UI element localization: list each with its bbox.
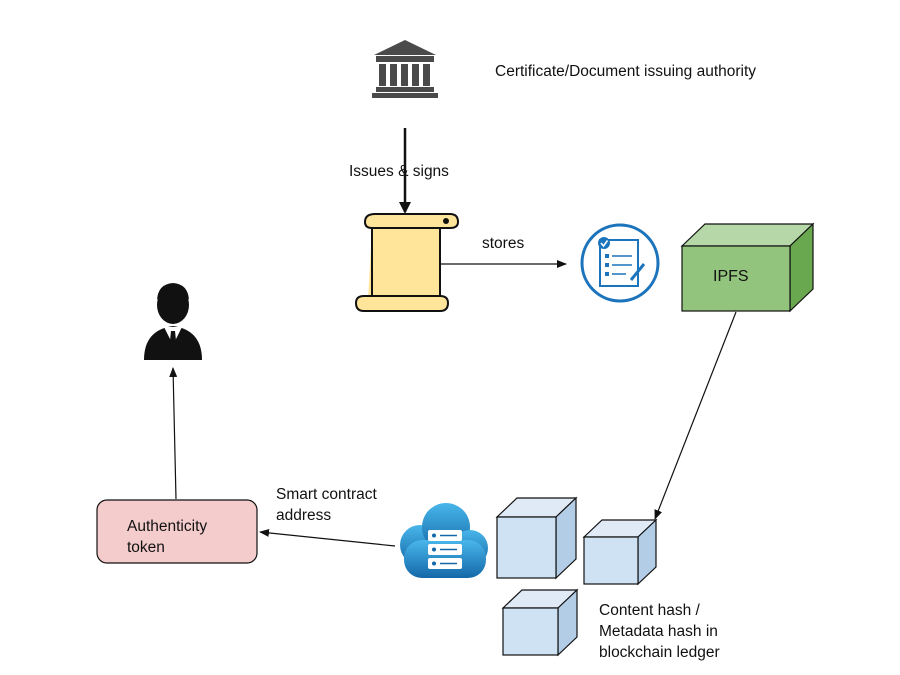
scroll-document-icon xyxy=(354,213,460,312)
ledger-label-line-1: Content hash / xyxy=(599,602,700,619)
stores-label: stores xyxy=(482,235,525,252)
cloud-server-icon xyxy=(400,503,488,578)
ipfs-cube xyxy=(680,222,815,313)
authenticity-token-box xyxy=(96,499,258,564)
checklist-document-icon xyxy=(580,223,660,303)
smart-contract-label-line-1: Smart contract xyxy=(276,486,377,503)
authenticity-token-label-line-1: Authenticity xyxy=(127,518,208,535)
authenticity-token-label: Authenticity token xyxy=(127,516,207,558)
smart-contract-label-line-2: address xyxy=(276,507,332,524)
contract-to-token-arrow xyxy=(259,528,396,547)
token-to-user-arrow xyxy=(169,367,178,500)
ledger-label-line-2: Metadata hash in xyxy=(599,623,718,640)
ipfs-to-ledger-arrow xyxy=(654,311,737,520)
ipfs-label: IPFS xyxy=(713,268,749,285)
ledger-block-1 xyxy=(495,496,578,580)
issues-signs-label: Issues & signs xyxy=(349,163,449,180)
ledger-label: Content hash / Metadata hash in blockcha… xyxy=(599,600,720,663)
government-building-icon xyxy=(372,40,438,98)
smart-contract-label: Smart contract address xyxy=(276,484,377,526)
businessman-icon xyxy=(144,283,202,360)
authority-label: Certificate/Document issuing authority xyxy=(495,63,757,80)
ledger-label-line-3: blockchain ledger xyxy=(599,644,720,661)
authenticity-token-label-line-2: token xyxy=(127,539,165,556)
ledger-block-2 xyxy=(582,518,658,586)
ledger-block-3 xyxy=(501,588,579,657)
